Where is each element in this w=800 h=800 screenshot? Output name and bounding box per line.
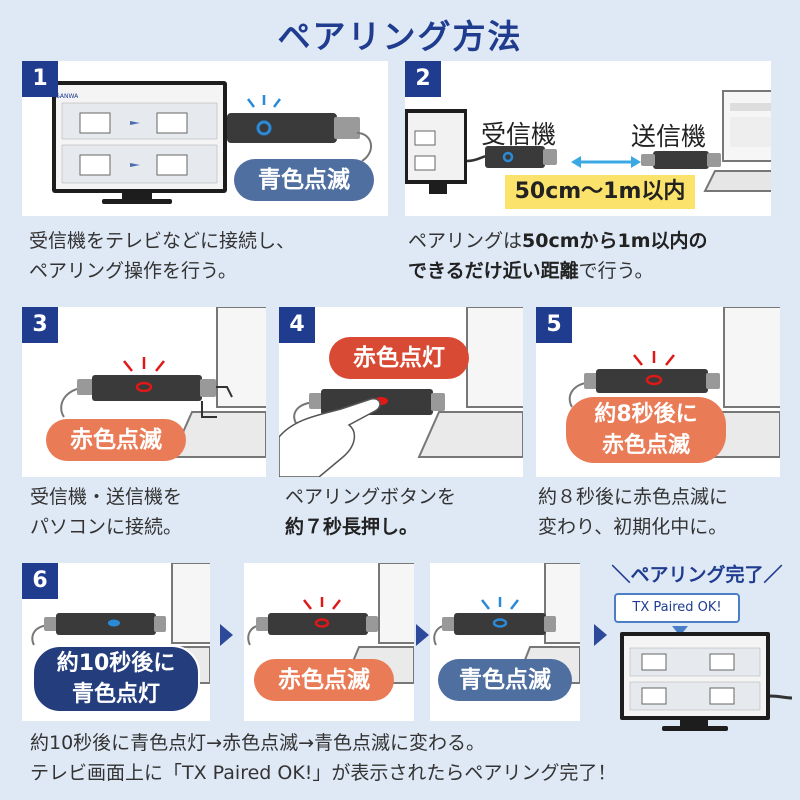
step2-illustration: [405, 90, 771, 194]
step5-panel: 5 約8秒後に 赤色点滅: [536, 307, 780, 477]
pairing-complete-heading: ＼ペアリング完了／: [611, 564, 783, 586]
step1-number: 1: [22, 61, 58, 97]
sender-label: 送信機: [631, 122, 707, 151]
step6-blue-blink-label: 青色点滅: [438, 659, 572, 701]
step1-illustration: SANWA: [52, 81, 372, 204]
receiver-label: 受信機: [481, 120, 557, 149]
step2-panel: 2 受信機 送信機 50cm～1m以内: [405, 61, 771, 216]
step3-panel: 3 赤色点滅: [22, 307, 266, 477]
step5-8sec-red-blink-label: 約8秒後に 赤色点滅: [566, 397, 726, 463]
step1-blue-blink-label: 青色点滅: [234, 159, 374, 201]
step4-red-lit-label: 赤色点灯: [329, 337, 469, 379]
step6-10sec-blue-lit-label: 約10秒後に 青色点灯: [32, 645, 200, 713]
step6-arrow-2: [416, 624, 429, 646]
page-title: ペアリング方法: [277, 17, 523, 56]
step6-arrow-3: [594, 624, 607, 646]
step1-caption: 受信機をテレビなどに接続し、 ペアリング操作を行う。: [29, 230, 296, 282]
distance-label: 50cm～1m以内: [505, 175, 695, 209]
step5-caption: 約８秒後に赤色点滅に 変わり、初期化中に。: [538, 486, 729, 538]
step6-red-blink-label: 赤色点滅: [254, 659, 394, 701]
tv-message-popup: TX Paired OK!: [614, 593, 740, 623]
step2-number: 2: [405, 61, 441, 97]
step3-caption: 受信機・送信機を パソコンに接続。: [30, 486, 183, 538]
step1-panel: 1 SANWA 青色点滅: [22, 61, 388, 216]
step6-arrow-1: [220, 624, 233, 646]
step3-illustration: [60, 307, 266, 458]
step4-number: 4: [279, 307, 315, 343]
step6-caption: 約10秒後に青色点灯→赤色点滅→青色点滅に変わる。 テレビ画面上に「TX Pai…: [30, 732, 617, 784]
step2-caption: ペアリングは50cmから1m以内の できるだけ近い距離で行う。: [408, 230, 708, 282]
sanwa-logo: SANWA: [56, 93, 79, 100]
step4-illustration: [279, 307, 523, 477]
step3-number: 3: [22, 307, 58, 343]
step5-number: 5: [536, 307, 572, 343]
step6a-panel: 6 約10秒後に 青色点灯: [22, 563, 210, 721]
step4-caption: ペアリングボタンを 約７秒長押し。: [285, 486, 457, 538]
step6-number: 6: [22, 563, 58, 599]
step4-panel: 4 赤色点灯: [279, 307, 523, 477]
step6c-panel: 青色点滅: [430, 563, 580, 721]
step6b-panel: 赤色点滅: [244, 563, 414, 721]
completed-tv-illustration: [620, 626, 793, 731]
step3-red-blink-label: 赤色点滅: [46, 419, 186, 461]
